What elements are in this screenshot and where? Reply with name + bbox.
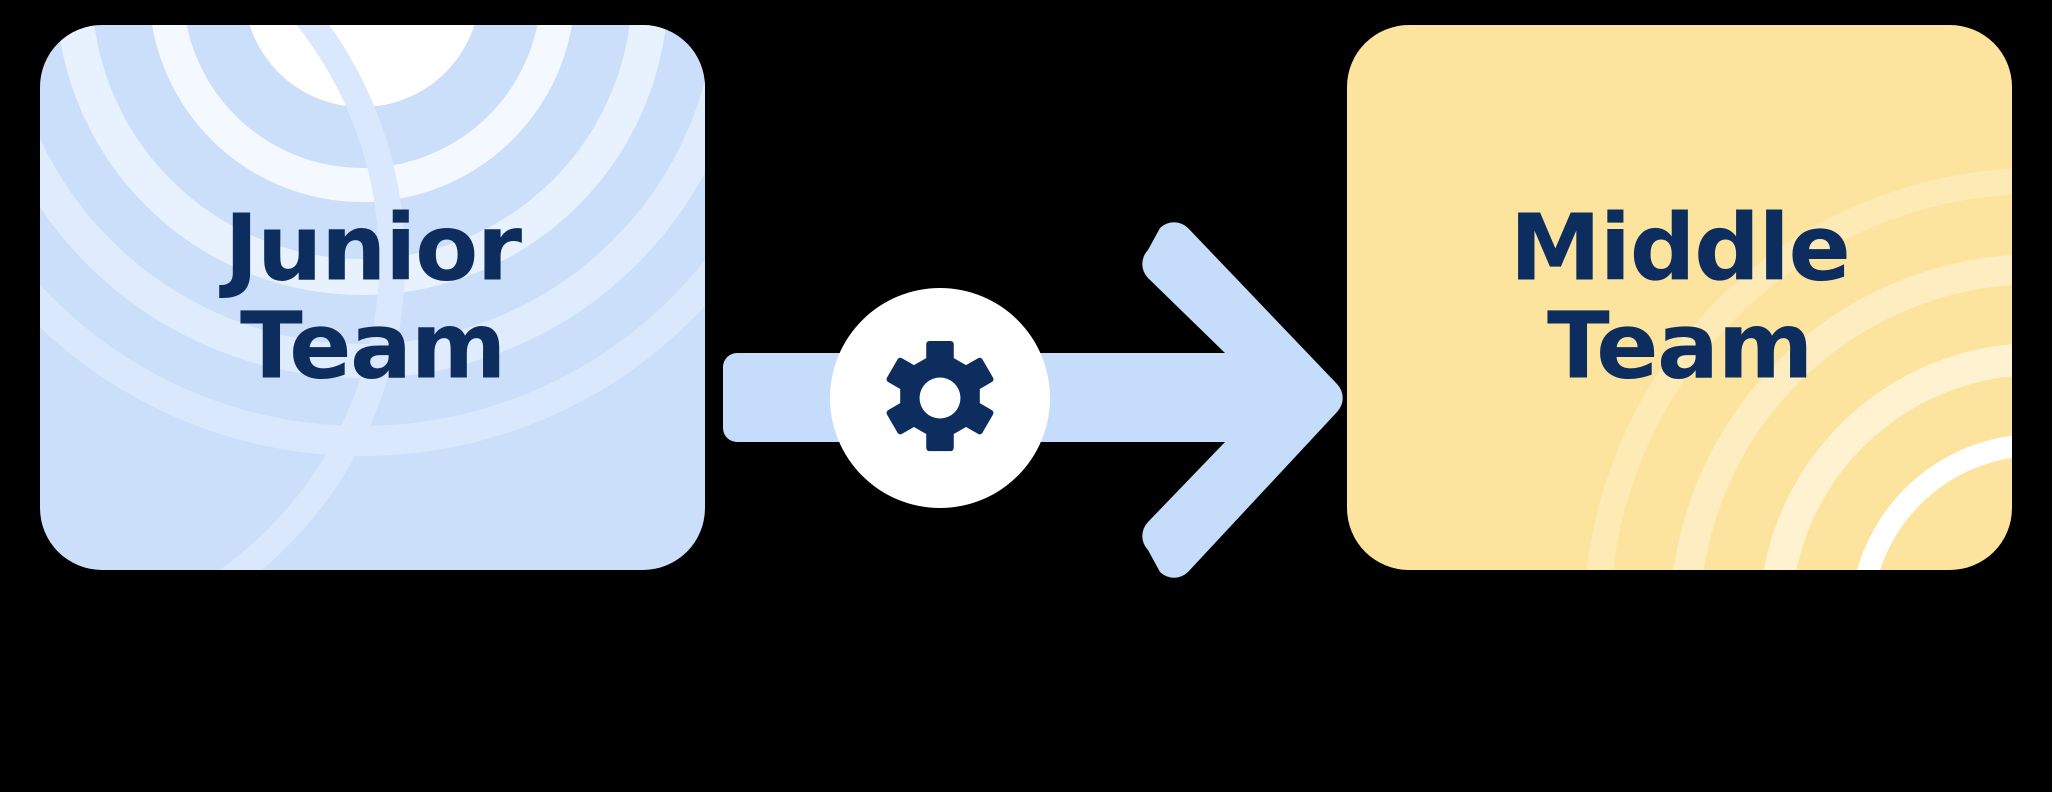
gear-badge[interactable] xyxy=(830,288,1050,508)
gear-icon xyxy=(886,340,994,452)
node-label-junior-team: Junior Team xyxy=(224,194,522,400)
node-card-junior-team[interactable]: Junior Team xyxy=(40,25,705,570)
node-label-middle-team: Middle Team xyxy=(1509,194,1851,400)
node-card-middle-team[interactable]: Middle Team xyxy=(1347,25,2012,570)
